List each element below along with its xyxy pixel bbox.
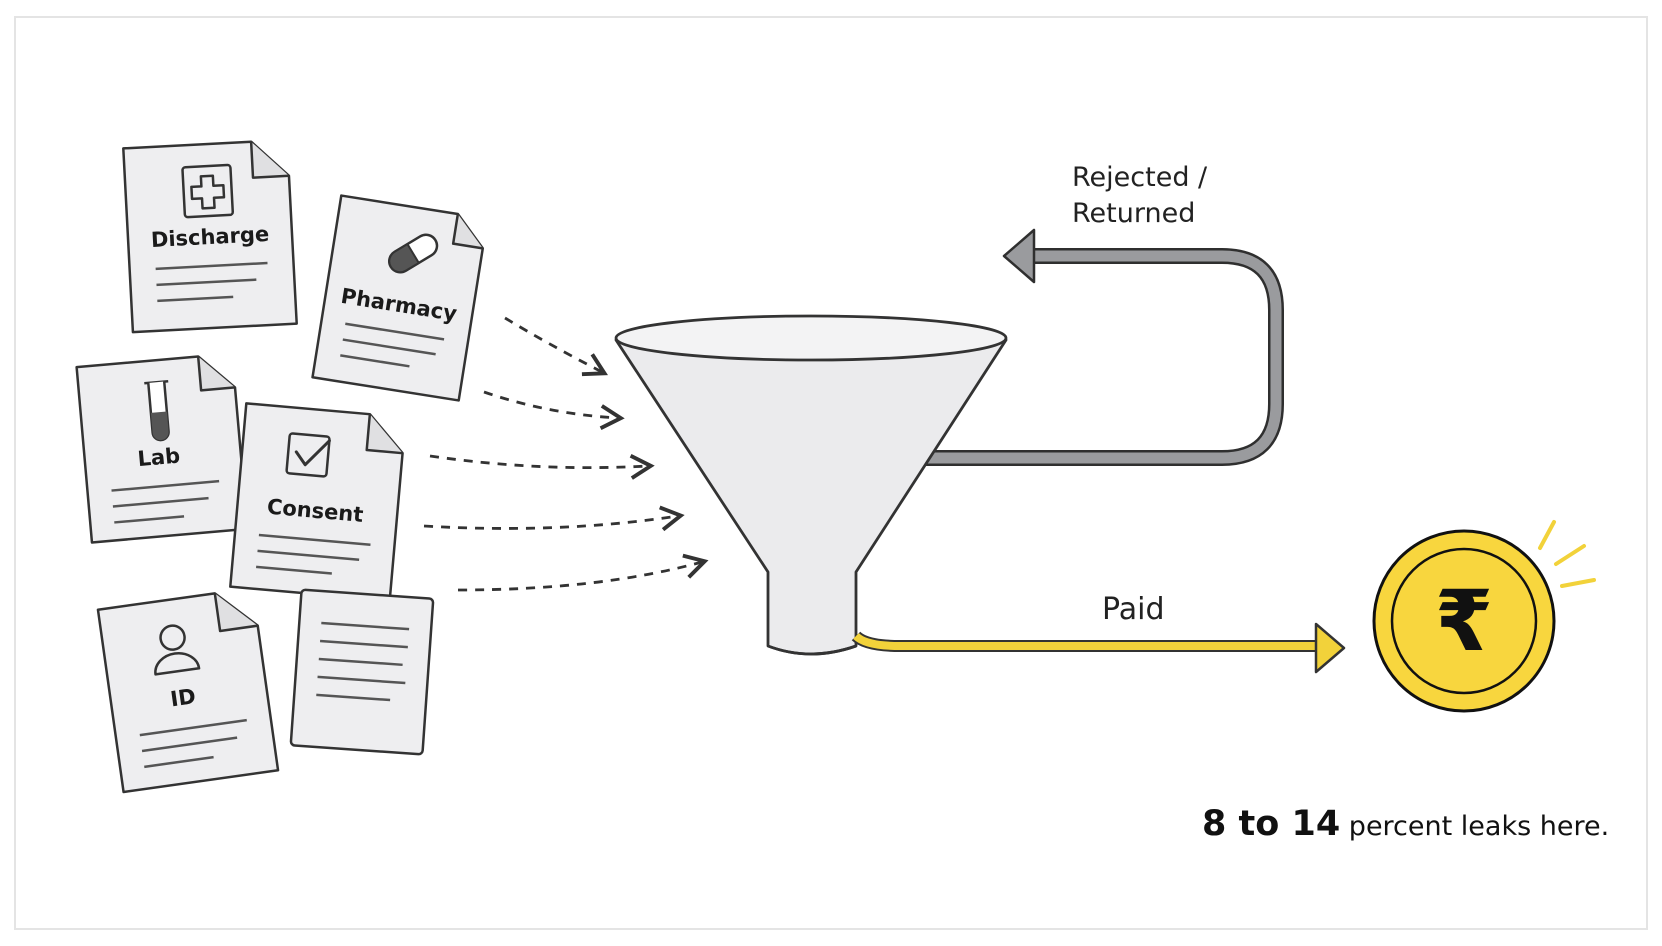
dashed-arrow-5 (457, 553, 709, 592)
rejected-label-line2: Returned (1072, 198, 1196, 229)
pharmacy-document: Pharmacy (311, 194, 485, 402)
id-document: ID (96, 592, 280, 794)
rupee-coin-icon: ₹ (1372, 520, 1596, 713)
checkbox-icon (285, 432, 331, 478)
pill-icon (388, 233, 439, 274)
leak-statistic: 8 to 14 percent leaks here. (1202, 804, 1609, 844)
blank-document (289, 588, 435, 756)
person-icon (154, 624, 201, 676)
medical-cross-icon (181, 163, 235, 219)
dashed-arrow-3 (429, 453, 655, 480)
dashed-arrow-1 (504, 316, 608, 377)
leak-text: percent leaks here. (1340, 811, 1610, 842)
discharge-document: Discharge (122, 140, 298, 334)
rejected-label-line1: Rejected / (1072, 162, 1208, 193)
rejected-returned-label: Rejected / Returned (1072, 160, 1207, 232)
lab-document: Lab (75, 355, 249, 544)
dashed-arrow-4 (423, 505, 685, 532)
leak-percentage: 8 to 14 (1202, 804, 1341, 844)
id-label: ID (169, 684, 197, 711)
test-tube-icon (144, 379, 170, 442)
consent-document: Consent (229, 402, 404, 602)
rupee-symbol: ₹ (1435, 572, 1493, 670)
lab-label: Lab (137, 444, 182, 472)
dashed-arrow-2 (483, 390, 625, 430)
paid-arrow (851, 622, 1346, 674)
funnel (614, 314, 1008, 656)
paid-label: Paid (1102, 592, 1165, 627)
rejected-arrow (920, 228, 1284, 466)
sparkle-icon (1538, 520, 1596, 588)
input-arrows (423, 316, 709, 592)
